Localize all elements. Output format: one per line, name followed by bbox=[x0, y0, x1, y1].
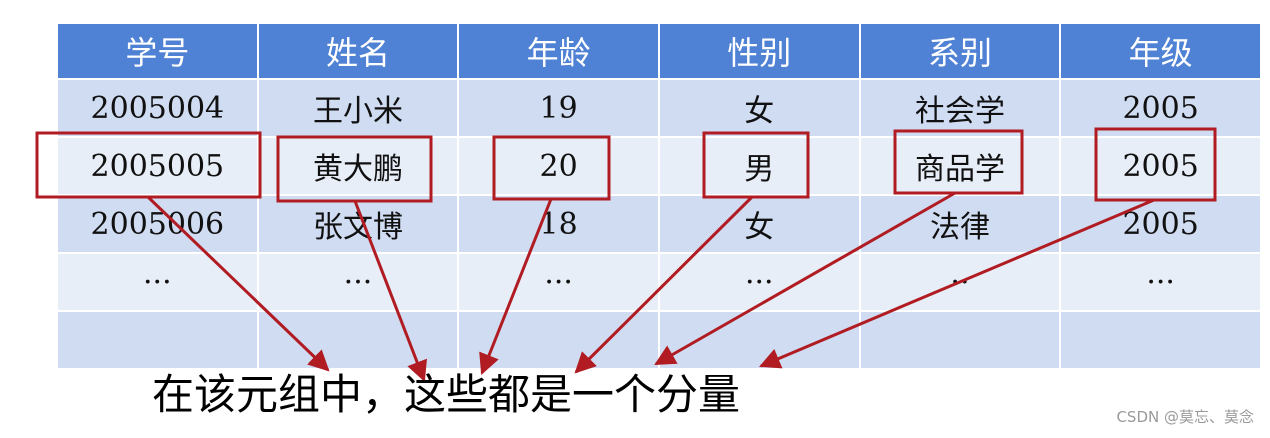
table-row-ellipsis: ··· ··· ··· ··· ·· ··· bbox=[56, 252, 1262, 312]
table-row: 2005006 张文博 18 女 法律 2005 bbox=[56, 194, 1262, 254]
table-cell: 19 bbox=[457, 78, 660, 138]
table-cell: 女 bbox=[657, 78, 861, 138]
table-cell: 18 bbox=[457, 194, 660, 254]
table-cell: ··· bbox=[1059, 252, 1262, 312]
header-grade: 年级 bbox=[1059, 22, 1262, 80]
table-row-empty bbox=[56, 310, 1262, 370]
table-cell: 2005 bbox=[1059, 194, 1262, 254]
table-cell: ··· bbox=[657, 252, 861, 312]
table-cell: 法律 bbox=[858, 194, 1062, 254]
header-row: 学号 姓名 年龄 性别 系别 年级 bbox=[56, 22, 1262, 80]
table-cell: 2005 bbox=[1059, 136, 1262, 196]
header-student-id: 学号 bbox=[56, 22, 259, 80]
table-cell: 男 bbox=[657, 136, 861, 196]
header-name: 姓名 bbox=[256, 22, 460, 80]
header-gender: 性别 bbox=[657, 22, 861, 80]
table-cell: ··· bbox=[457, 252, 660, 312]
table-cell bbox=[457, 310, 660, 370]
student-table: 学号 姓名 年龄 性别 系别 年级 2005004 王小米 19 女 社会学 2… bbox=[56, 22, 1262, 370]
table-cell: 2005004 bbox=[56, 78, 259, 138]
table-cell: 商品学 bbox=[858, 136, 1062, 196]
annotation-caption: 在该元组中，这些都是一个分量 bbox=[152, 370, 741, 419]
table-cell bbox=[858, 310, 1062, 370]
table-cell: 张文博 bbox=[256, 194, 460, 254]
table-cell: 2005005 bbox=[56, 136, 259, 196]
table-cell: 王小米 bbox=[256, 78, 460, 138]
table-cell: 20 bbox=[457, 136, 660, 196]
table-cell: 女 bbox=[657, 194, 861, 254]
table-cell: 社会学 bbox=[858, 78, 1062, 138]
table-cell: 黄大鹏 bbox=[256, 136, 460, 196]
table-row: 2005004 王小米 19 女 社会学 2005 bbox=[56, 78, 1262, 138]
table-cell bbox=[256, 310, 460, 370]
header-age: 年龄 bbox=[457, 22, 660, 80]
watermark: CSDN @莫忘、莫念 bbox=[1116, 408, 1254, 426]
table-cell: 2005006 bbox=[56, 194, 259, 254]
table-cell bbox=[657, 310, 861, 370]
table-cell: 2005 bbox=[1059, 78, 1262, 138]
table-cell bbox=[56, 310, 259, 370]
table-cell bbox=[1059, 310, 1262, 370]
table-cell: ··· bbox=[256, 252, 460, 312]
table-row-highlighted: 2005005 黄大鹏 20 男 商品学 2005 bbox=[56, 136, 1262, 196]
table-cell: ·· bbox=[858, 252, 1062, 312]
header-department: 系别 bbox=[858, 22, 1062, 80]
table-cell: ··· bbox=[56, 252, 259, 312]
